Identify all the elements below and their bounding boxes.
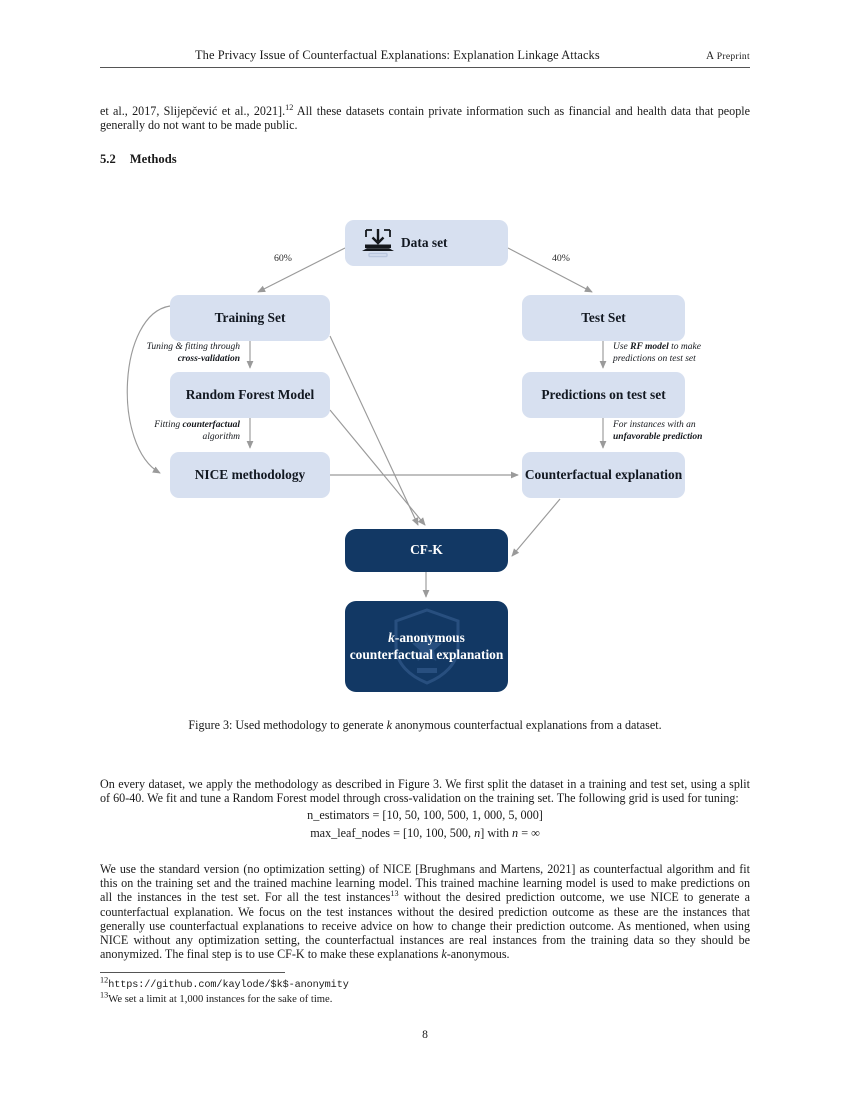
arrow-rf-to-cfk	[329, 409, 426, 526]
equation-2-n: n	[474, 826, 481, 840]
arrow-dataset-to-training	[257, 247, 346, 293]
preprint-a: A	[706, 50, 717, 62]
section-number: 5.2	[100, 152, 116, 166]
node-label-test-set: Test Set	[581, 309, 626, 325]
edge-label-train-rf-line2: cross-validation	[177, 353, 240, 364]
shield-icon	[390, 606, 464, 688]
page-number: 8	[422, 1028, 428, 1041]
node-label-data-set: Data set	[401, 234, 448, 250]
running-header-title: The Privacy Issue of Counterfactual Expl…	[195, 48, 600, 62]
node-label-cf-k: CF-K	[410, 542, 443, 558]
arrow-training-to-nice-curve	[126, 305, 171, 474]
paragraph-final-c: -anonymous.	[446, 947, 510, 962]
preprint-word: Preprint	[716, 51, 750, 62]
node-label-nice-methodology: NICE methodology	[194, 466, 306, 482]
paragraph-final: We use the standard version (no optimiza…	[100, 862, 750, 961]
paragraph-top-a: et al., 2017, Slijepčević et al., 2021].	[100, 104, 286, 118]
node-random-forest-model[interactable]: Random Forest Model	[170, 372, 330, 418]
equation-2-n2: n	[512, 826, 519, 840]
footnote-13: 13We set a limit at 1,000 instances for …	[100, 990, 750, 1007]
edge-label-rf-nice-line2: algorithm	[202, 431, 240, 442]
node-nice-methodology[interactable]: NICE methodology	[170, 452, 330, 498]
running-header: The Privacy Issue of Counterfactual Expl…	[100, 48, 750, 68]
edge-label-training-to-rf: Tuning & fitting through cross-validatio…	[28, 342, 240, 365]
figure-3: 60% 40% Data set Training Set Test Set	[0, 196, 850, 716]
header-rule	[100, 67, 750, 68]
paragraph-final-k: k	[441, 947, 447, 962]
equation-n-estimators: n_estimators = [10, 50, 100, 500, 1, 000…	[307, 808, 543, 822]
paragraph-top-b: All these datasets contain private infor…	[100, 104, 750, 133]
node-cf-k[interactable]: CF-K	[345, 529, 508, 572]
footnote-12-marker: 12	[100, 975, 109, 985]
edge-label-pred-to-cfexp: For instances with an unfavorable predic…	[613, 420, 702, 443]
figure-caption-b: anonymous counterfactual explanations fr…	[391, 718, 662, 732]
arrow-dataset-to-testset	[507, 247, 593, 293]
footnote-ref-13[interactable]: 13	[390, 889, 399, 899]
edge-label-pred-cf-line1: For instances with an	[613, 420, 696, 430]
equation-max-leaf-nodes: max_leaf_nodes = [10, 100, 500, n] with …	[100, 826, 750, 841]
preprint-label: A Preprint	[706, 50, 750, 62]
node-label-predictions: Predictions on test set	[541, 386, 666, 402]
flowchart-arrows	[126, 247, 607, 598]
edge-label-test-pred-c: to make	[668, 342, 701, 352]
equation-2-a: max_leaf_nodes = [10, 100, 500,	[310, 826, 475, 840]
section-title: Methods	[129, 152, 177, 166]
edge-label-test-pred-a: Use	[613, 342, 631, 352]
figure-caption-a: Figure 3: Used methodology to generate	[188, 718, 387, 732]
node-counterfactual-explanation[interactable]: Counterfactual explanation	[522, 452, 685, 498]
node-training-set[interactable]: Training Set	[170, 295, 330, 341]
equation-2-b: ] with	[480, 826, 513, 840]
footnote-13-text: We set a limit at 1,000 instances for th…	[108, 993, 333, 1005]
node-label-training-set: Training Set	[214, 309, 286, 325]
download-icon	[361, 228, 395, 258]
split-label-training: 60%	[274, 253, 292, 264]
edge-label-rf-nice-b: counterfactual	[182, 420, 240, 430]
paragraph-final-a: We use the standard version (no optimiza…	[100, 862, 750, 905]
edge-label-train-rf-line1: Tuning & fitting through	[146, 342, 240, 352]
node-test-set[interactable]: Test Set	[522, 295, 685, 341]
arrow-cfexp-to-cfk	[511, 498, 561, 557]
node-label-k-italic: k	[388, 630, 395, 646]
section-heading: 5.2 Methods	[100, 152, 177, 167]
arrow-training-to-cfk	[329, 335, 419, 526]
edge-label-rf-nice-a: Fitting	[154, 420, 183, 430]
node-label-counterfactual-explanation: Counterfactual explanation	[524, 466, 683, 482]
node-data-set[interactable]: Data set	[345, 220, 508, 266]
split-label-test: 40%	[552, 253, 570, 264]
edge-label-test-pred-line2: predictions on test set	[613, 353, 696, 364]
footnote-13-marker: 13	[100, 990, 109, 1000]
node-label-random-forest-model: Random Forest Model	[185, 386, 315, 402]
edge-label-test-to-pred: Use RF model to make predictions on test…	[613, 342, 701, 365]
footnote-12-url[interactable]: https://github.com/kaylode/$k$-anonymity	[108, 980, 349, 991]
node-label-k-anonymous: k-anonymous counterfactual explanation	[345, 630, 508, 663]
paragraph-below-figure: On every dataset, we apply the methodolo…	[100, 777, 750, 806]
equation-2-c: = ∞	[518, 826, 540, 840]
footnote-rule	[100, 972, 285, 973]
figure-caption: Figure 3: Used methodology to generate k…	[100, 718, 750, 733]
node-label-k-rest: -anonymous counterfactual explanation	[349, 630, 504, 662]
edge-label-rf-to-nice: Fitting counterfactual algorithm	[28, 420, 240, 443]
edge-label-test-pred-b: RF model	[630, 342, 669, 352]
paragraph-top: et al., 2017, Slijepčević et al., 2021].…	[100, 102, 750, 133]
paragraph-final-b: without the desired prediction outcome, …	[100, 890, 750, 962]
edge-label-pred-cf-line2: unfavorable prediction	[613, 431, 703, 442]
footnote-12: 12https://github.com/kaylode/$k$-anonymi…	[100, 975, 750, 993]
figure-caption-k: k	[386, 718, 392, 732]
node-k-anonymous-counterfactual-explanation[interactable]: k-anonymous counterfactual explanation	[345, 601, 508, 692]
node-predictions-on-test-set[interactable]: Predictions on test set	[522, 372, 685, 418]
footnote-ref-12[interactable]: 12	[285, 102, 294, 112]
footnotes: 12https://github.com/kaylode/$k$-anonymi…	[100, 975, 750, 1007]
